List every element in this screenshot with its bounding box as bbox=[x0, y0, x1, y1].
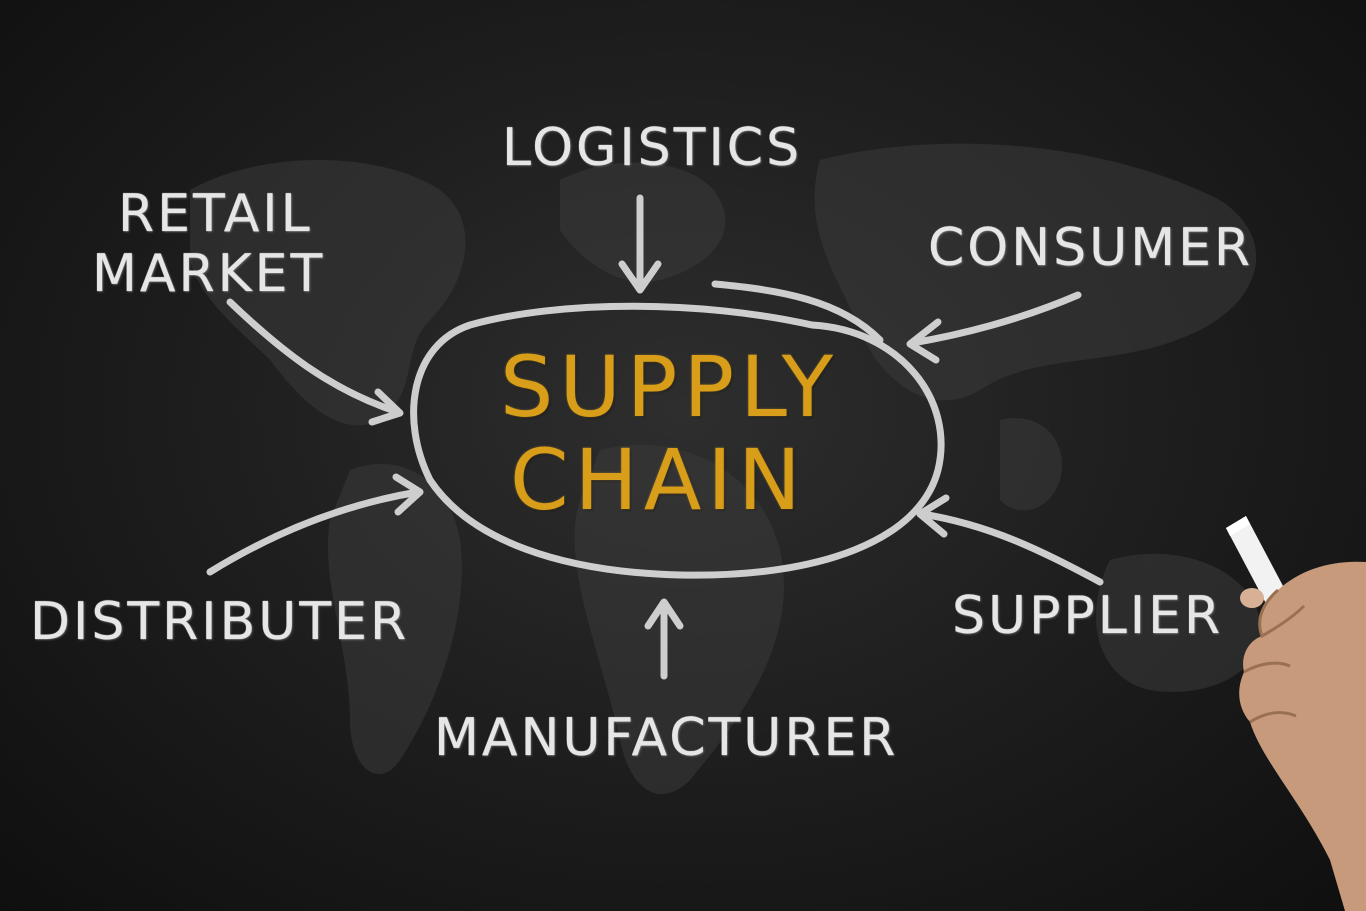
node-supplier: SUPPLIER bbox=[952, 586, 1224, 646]
center-title-line2: CHAIN bbox=[510, 431, 807, 529]
node-consumer: CONSUMER bbox=[928, 218, 1254, 278]
distributer-arrow bbox=[206, 473, 424, 576]
node-manufacturer: MANUFACTURER bbox=[434, 708, 899, 768]
node-retail-market-line2: MARKET bbox=[92, 244, 326, 304]
center-ellipse bbox=[410, 302, 945, 579]
node-distributer: DISTRIBUTER bbox=[30, 592, 410, 652]
manufacturer-arrow bbox=[644, 598, 684, 680]
node-retail-market-line1: RETAIL bbox=[118, 184, 313, 244]
ellipse-swoosh bbox=[711, 280, 884, 344]
supplier-arrow bbox=[916, 494, 1104, 586]
logistics-arrow bbox=[618, 194, 662, 294]
center-title-line1: SUPPLY bbox=[500, 338, 840, 436]
consumer-arrow bbox=[906, 291, 1082, 364]
hand bbox=[1239, 561, 1366, 911]
node-logistics: LOGISTICS bbox=[502, 118, 803, 178]
retail-market-arrow bbox=[226, 298, 404, 426]
